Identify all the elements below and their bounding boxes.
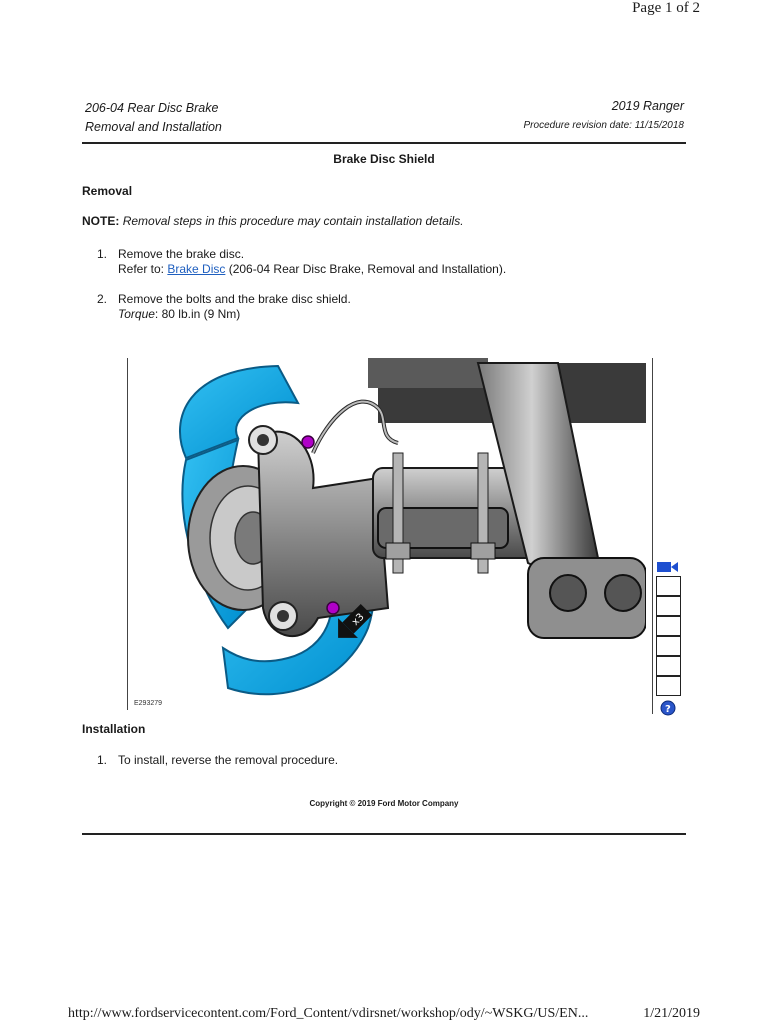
- figure-label: E293279: [134, 700, 163, 707]
- shield-bolt: [326, 601, 340, 615]
- toolbar-button-3[interactable]: [656, 616, 681, 636]
- figure-right-border: [652, 358, 653, 714]
- installation-step-1: 1. To install, reverse the removal proced…: [97, 753, 338, 768]
- step-text: Remove the brake disc.: [118, 247, 245, 261]
- header-divider: [82, 142, 686, 144]
- refer-prefix: Refer to:: [118, 262, 168, 276]
- toolbar-button-4[interactable]: [656, 636, 681, 656]
- removal-step-1: 1. Remove the brake disc. Refer to: Brake…: [97, 247, 506, 277]
- video-icon[interactable]: [656, 560, 681, 574]
- note: NOTE: Removal steps in this procedure ma…: [82, 214, 464, 228]
- step-text: To install, reverse the removal procedur…: [118, 753, 339, 767]
- header-vehicle: 2019 Ranger: [611, 99, 684, 113]
- step-number: 2.: [97, 292, 108, 306]
- footer-date: 1/21/2019: [643, 1006, 700, 1021]
- torque-value: : 80 lb.in (9 Nm): [154, 307, 241, 321]
- page-indicator: Page 1 of 2: [632, 0, 700, 16]
- note-label: NOTE:: [82, 214, 120, 228]
- page-title: Brake Disc Shield: [333, 152, 435, 166]
- bolt-callout-arrow: x3: [338, 603, 373, 638]
- note-text: Removal steps in this procedure may cont…: [122, 214, 464, 228]
- brake-disc-shield: [178, 364, 300, 460]
- toolbar-button-6[interactable]: [656, 676, 681, 696]
- header-subtitle: Removal and Installation: [85, 120, 222, 134]
- footer-divider: [82, 833, 686, 835]
- header-revision-date: Procedure revision date: 11/15/2018: [523, 120, 684, 131]
- toolbar-button-2[interactable]: [656, 596, 681, 616]
- footer-url: http://www.fordservicecontent.com/Ford_C…: [68, 1006, 589, 1021]
- removal-heading: Removal: [82, 184, 133, 198]
- brake-disc-shield-illustration: x3: [128, 358, 647, 710]
- shield-bolt: [301, 435, 315, 449]
- toolbar-button-5[interactable]: [656, 656, 681, 676]
- removal-step-2: 2. Remove the bolts and the brake disc sh…: [97, 292, 351, 322]
- help-icon[interactable]: ?: [660, 700, 681, 721]
- figure-toolbar: ?: [656, 560, 681, 721]
- figure-left-border: [127, 358, 128, 710]
- installation-heading: Installation: [82, 722, 146, 736]
- copyright: Copyright © 2019 Ford Motor Company: [309, 799, 459, 808]
- header-section: 206-04 Rear Disc Brake: [85, 101, 219, 115]
- step-number: 1.: [97, 753, 108, 767]
- svg-text:?: ?: [665, 704, 671, 715]
- step-text: Remove the bolts and the brake disc shie…: [118, 292, 351, 306]
- toolbar-button-1[interactable]: [656, 576, 681, 596]
- step-number: 1.: [97, 247, 108, 261]
- header-left: 206-04 Rear Disc Brake Removal and Insta…: [85, 99, 222, 137]
- brake-disc-link[interactable]: Brake Disc: [167, 262, 226, 276]
- refer-suffix: (206-04 Rear Disc Brake, Removal and Ins…: [225, 262, 507, 276]
- torque-label: Torque: [118, 307, 155, 321]
